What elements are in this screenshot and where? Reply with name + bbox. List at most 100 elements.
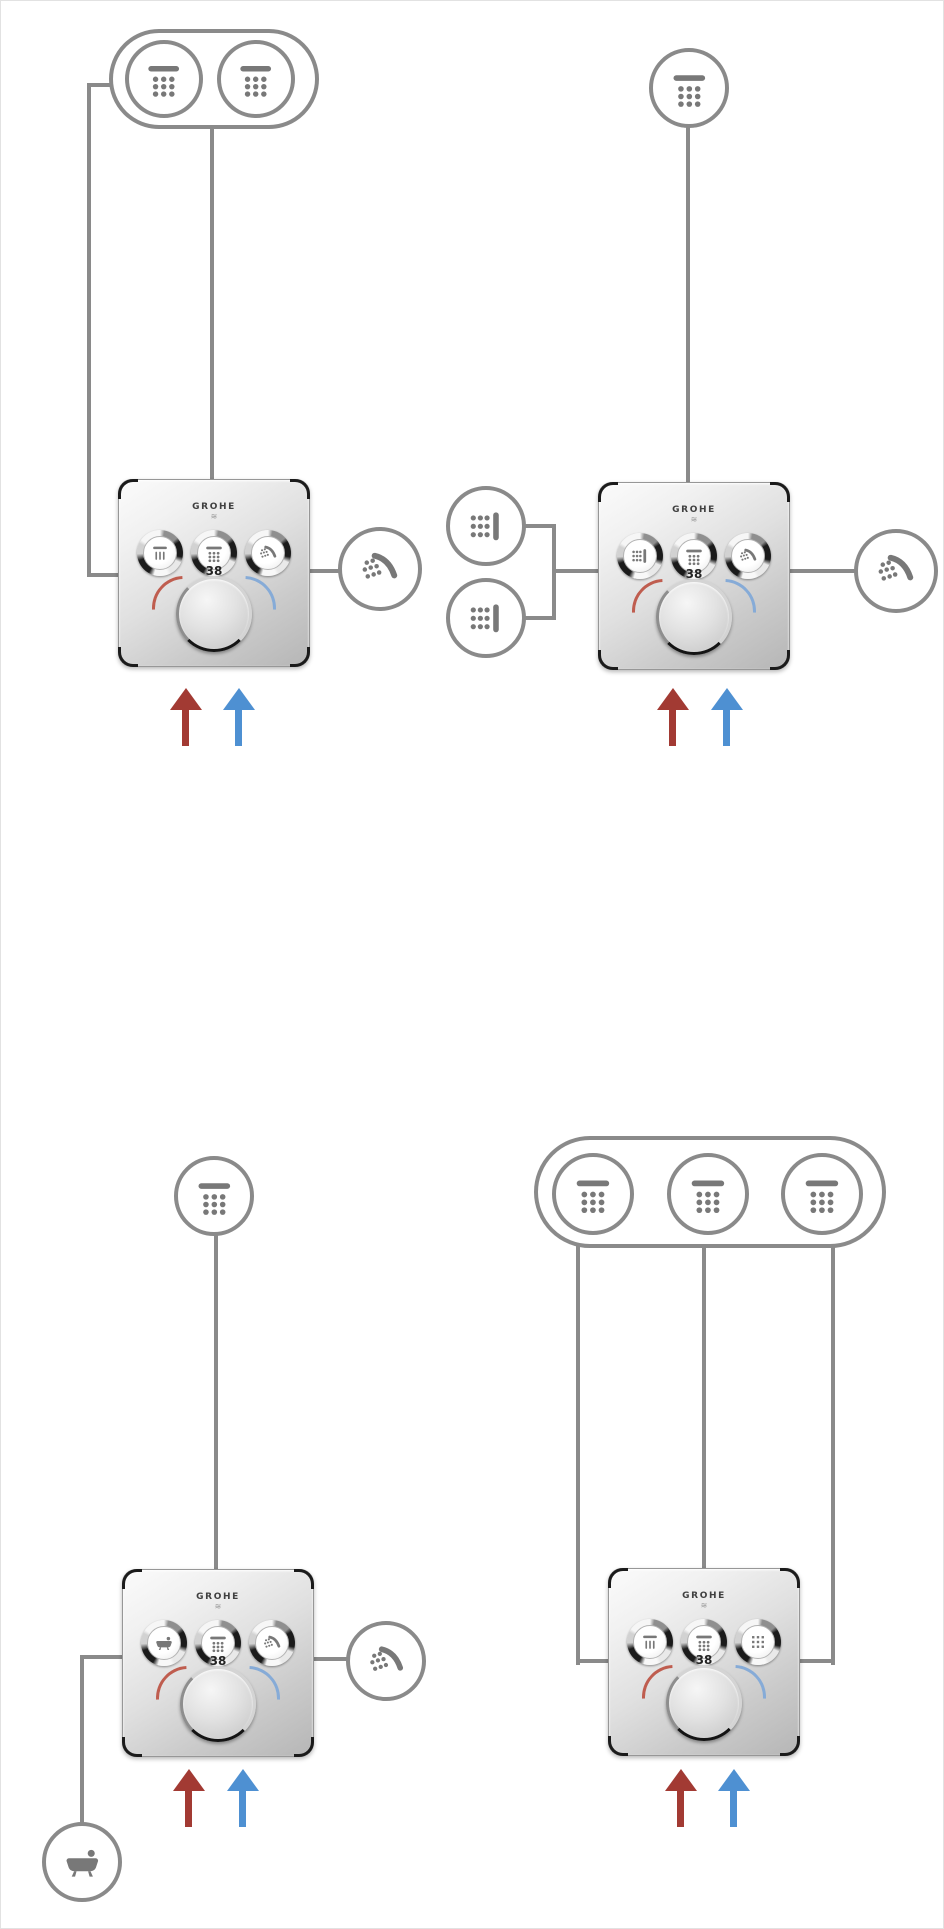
button-face bbox=[143, 536, 177, 570]
hot-water-arrow bbox=[173, 1769, 205, 1827]
arrow-head bbox=[223, 688, 255, 710]
outlet-select-button-3 bbox=[249, 1620, 295, 1666]
button-face bbox=[197, 536, 231, 570]
head-shower-icon bbox=[683, 545, 705, 567]
hand-shower-outlet bbox=[346, 1621, 426, 1701]
pipe-line bbox=[214, 1234, 218, 1571]
hand-shower-icon bbox=[872, 547, 919, 594]
corner-accent bbox=[122, 1737, 142, 1757]
button-face bbox=[731, 539, 765, 573]
hand-shower-outlet bbox=[338, 527, 422, 611]
pipe-line bbox=[686, 126, 690, 486]
head-shower-outlet bbox=[174, 1156, 254, 1236]
temperature-indicator: 38 bbox=[123, 1652, 313, 1744]
head-shower-icon bbox=[142, 57, 185, 100]
button-face bbox=[741, 1625, 775, 1659]
arrow-head bbox=[711, 688, 743, 710]
outlet-select-button-1 bbox=[627, 1619, 673, 1665]
head-shower-icon bbox=[234, 57, 277, 100]
head-shower-spray-icon bbox=[639, 1631, 661, 1653]
temperature-indicator: 38 bbox=[119, 562, 309, 654]
grohe-logo: GROHE bbox=[599, 499, 789, 524]
smartcontrol-thermostat: GROHE 38 bbox=[118, 479, 310, 667]
head-shower-icon bbox=[207, 1632, 229, 1654]
head-shower-icon bbox=[693, 1631, 715, 1653]
head-shower-outlet bbox=[667, 1153, 749, 1235]
cold-water-arrow bbox=[227, 1769, 259, 1827]
outlet-select-button-1 bbox=[137, 530, 183, 576]
corner-accent bbox=[118, 647, 138, 667]
outlet-select-button-1 bbox=[141, 1620, 187, 1666]
button-face bbox=[633, 1625, 667, 1659]
button-face bbox=[687, 1625, 721, 1659]
pipe-line bbox=[796, 1659, 835, 1663]
arrow-stem bbox=[677, 1790, 684, 1827]
hand-shower-outlet bbox=[854, 529, 938, 613]
head-shower-outlet bbox=[552, 1153, 634, 1235]
pipe-line bbox=[80, 1655, 84, 1825]
outlet-select-button-3 bbox=[245, 530, 291, 576]
corner-accent bbox=[122, 1569, 142, 1589]
hot-water-arrow bbox=[170, 688, 202, 746]
arrow-head bbox=[665, 1769, 697, 1791]
hand-shower-icon bbox=[356, 545, 403, 592]
pipe-line bbox=[310, 1657, 348, 1661]
button-face bbox=[623, 539, 657, 573]
body-spray-icon bbox=[464, 504, 509, 549]
bathtub-outlet bbox=[42, 1822, 122, 1902]
head-shower-icon bbox=[203, 542, 225, 564]
hand-shower-icon bbox=[257, 542, 279, 564]
temperature-dial bbox=[656, 579, 732, 655]
bathtub-icon bbox=[153, 1632, 175, 1654]
temperature-dial bbox=[666, 1665, 742, 1741]
arrow-stem bbox=[235, 709, 242, 746]
smartcontrol-thermostat: GROHE 38 bbox=[122, 1569, 314, 1757]
temperature-dial bbox=[176, 576, 252, 652]
pipe-line bbox=[87, 573, 122, 577]
button-face bbox=[201, 1626, 235, 1660]
outlet-select-button-3 bbox=[735, 1619, 781, 1665]
pipe-line bbox=[576, 1659, 610, 1663]
temperature-value: 38 bbox=[205, 564, 223, 578]
arrow-stem bbox=[669, 709, 676, 746]
corner-accent bbox=[608, 1568, 628, 1588]
arrow-head bbox=[227, 1769, 259, 1791]
temperature-indicator: 38 bbox=[609, 1651, 799, 1743]
pipe-line bbox=[702, 1244, 706, 1571]
pipe-line bbox=[87, 83, 91, 577]
arrow-head bbox=[170, 688, 202, 710]
button-face bbox=[677, 539, 711, 573]
button-face bbox=[147, 1626, 181, 1660]
corner-accent bbox=[770, 482, 790, 502]
button-face bbox=[255, 1626, 289, 1660]
outlet-select-button-1 bbox=[617, 533, 663, 579]
temperature-indicator: 38 bbox=[599, 565, 789, 657]
body-spray-outlet bbox=[446, 578, 526, 658]
pipe-line bbox=[576, 1244, 580, 1665]
button-face bbox=[251, 536, 285, 570]
outlet-select-button-2 bbox=[681, 1619, 727, 1665]
bathtub-icon bbox=[60, 1840, 105, 1885]
cold-water-arrow bbox=[223, 688, 255, 746]
arrow-head bbox=[718, 1769, 750, 1791]
corner-accent bbox=[780, 1568, 800, 1588]
hand-shower-icon bbox=[737, 545, 759, 567]
body-spray-icon bbox=[464, 596, 509, 641]
body-spray-icon bbox=[629, 545, 651, 567]
pipe-line bbox=[831, 1244, 835, 1665]
body-spray-outlet bbox=[446, 486, 526, 566]
corner-accent bbox=[608, 1736, 628, 1756]
temperature-dial bbox=[180, 1666, 256, 1742]
pipe-line bbox=[524, 524, 556, 528]
hand-shower-icon bbox=[261, 1632, 283, 1654]
arrow-head bbox=[173, 1769, 205, 1791]
head-shower-icon bbox=[685, 1171, 731, 1217]
smartcontrol-thermostat: GROHE 38 bbox=[598, 482, 790, 670]
pipe-line bbox=[524, 616, 556, 620]
corner-accent bbox=[294, 1569, 314, 1589]
pipe-line bbox=[87, 83, 113, 87]
head-shower-icon bbox=[192, 1174, 237, 1219]
corner-accent bbox=[770, 650, 790, 670]
head-shower-outlet bbox=[649, 48, 729, 128]
